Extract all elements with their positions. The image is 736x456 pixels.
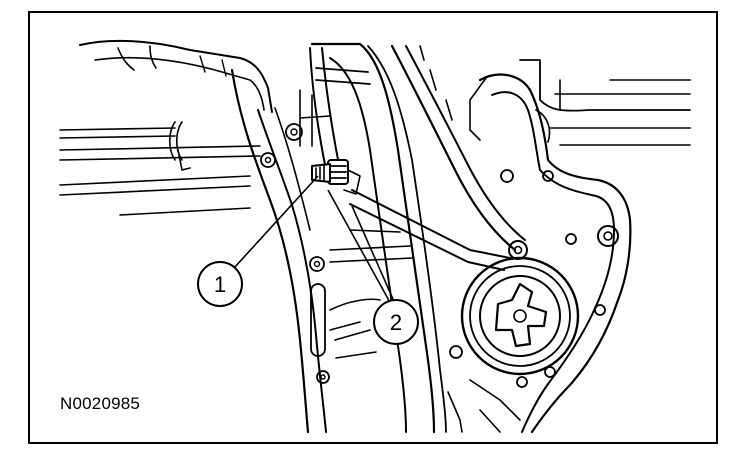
leader-2b [351,205,397,307]
long-passage-outer [310,42,436,434]
flange-bolt-1 [260,152,276,168]
line-art [59,39,691,434]
leader-1 [233,175,319,269]
right-bolt-1 [500,169,514,183]
item-1-sensor [311,159,361,195]
callout-2: 2 [373,299,419,345]
callout-2-number: 2 [390,310,402,335]
crank-hub-keyed [494,282,548,348]
figure-border [28,11,718,444]
upper-diagonal-tube [390,44,517,252]
right-bolt-3 [565,233,577,245]
right-bolt-8 [449,345,463,359]
guide-pivot [508,240,528,260]
figure-id-label: N0020985 [60,394,141,413]
leader-lines [233,175,397,307]
leader-2a [327,189,393,307]
callout-1-number: 1 [214,272,226,297]
right-bolt-5 [597,225,619,247]
frame-rail-upper [59,127,261,161]
cover-right-body [478,73,632,434]
flange-bolt-2 [309,256,325,272]
right-bolt-7 [516,376,528,388]
right-bolt-4 [594,304,606,316]
flange-bolt-3 [316,370,330,384]
flange-slot [310,283,326,357]
crank-seal-mid [469,265,571,367]
crank-seal-outer [460,256,580,376]
cover-left-flange [230,68,310,434]
crank-seal-inner [479,275,561,357]
frame-rail-lower [59,175,251,216]
callout-1: 1 [197,261,243,307]
right-bolt-2 [542,170,554,182]
upper-left-casting [79,39,273,113]
upper-bolt [285,123,303,141]
center-rib-left [309,47,327,171]
guide-rail [351,189,511,259]
right-frame-top [519,59,691,112]
